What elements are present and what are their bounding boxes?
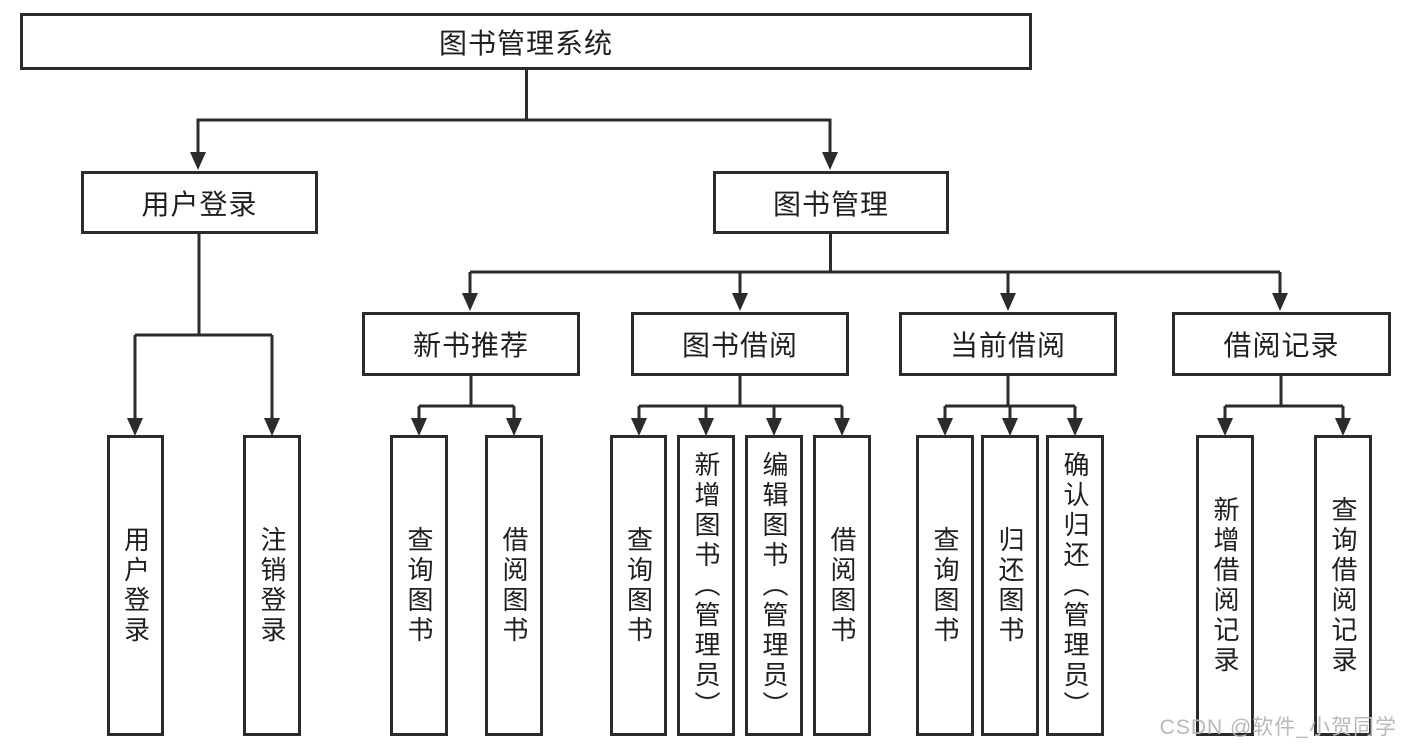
arrow-down-icon bbox=[937, 418, 953, 436]
connector-book-borrow-group bbox=[637, 376, 844, 421]
arrow-down-icon bbox=[462, 293, 478, 311]
arrow-down-icon bbox=[1000, 293, 1016, 311]
arrow-down-icon bbox=[1002, 418, 1018, 436]
leaf-edit-book-admin: 编辑图书（管理员） bbox=[745, 435, 803, 736]
arrow-down-icon bbox=[411, 418, 427, 436]
leaf-label: 用户登录 bbox=[120, 525, 151, 646]
arrowheads bbox=[127, 152, 1351, 436]
leaf-label: 借阅图书 bbox=[827, 525, 857, 646]
leaf-label: 借阅图书 bbox=[499, 525, 529, 646]
leaf-query-book: 查询图书 bbox=[610, 435, 667, 736]
leaf-label: 注销登录 bbox=[257, 525, 287, 646]
csdn-watermark: CSDN @软件_小贺同学 bbox=[1159, 716, 1397, 739]
arrow-down-icon bbox=[1272, 293, 1288, 311]
leaf-query-book: 查询图书 bbox=[916, 435, 974, 736]
leaf-add-book-admin: 新增图书（管理员） bbox=[677, 435, 735, 736]
connector-current-borrow-group bbox=[943, 376, 1077, 421]
connector-borrow-record-group bbox=[1223, 376, 1345, 421]
node-book-management: 图书管理 bbox=[713, 171, 949, 234]
node-user-login: 用户登录 bbox=[81, 171, 318, 234]
leaf-confirm-return-admin: 确认归还（管理员） bbox=[1046, 435, 1104, 736]
arrow-down-icon bbox=[506, 418, 522, 436]
leaf-label: 查询图书 bbox=[404, 525, 434, 646]
arrow-down-icon bbox=[822, 152, 838, 170]
leaf-return-book: 归还图书 bbox=[981, 435, 1039, 736]
connector-book-management-to-level3 bbox=[468, 234, 1282, 296]
arrow-down-icon bbox=[834, 418, 850, 436]
leaf-label: 查询图书 bbox=[930, 525, 960, 646]
leaf-user-login: 用户登录 bbox=[107, 435, 164, 736]
leaf-label: 确认归还（管理员） bbox=[1060, 450, 1090, 721]
arrow-down-icon bbox=[766, 418, 782, 436]
connector-root-to-level2 bbox=[196, 70, 832, 155]
arrow-down-icon bbox=[1335, 418, 1351, 436]
leaf-borrow-book: 借阅图书 bbox=[485, 435, 543, 736]
node-book-borrow: 图书借阅 bbox=[631, 312, 849, 376]
leaf-label: 编辑图书（管理员） bbox=[759, 450, 789, 721]
node-new-book-recommend: 新书推荐 bbox=[362, 312, 580, 376]
arrow-down-icon bbox=[264, 418, 280, 436]
leaf-logout: 注销登录 bbox=[243, 435, 301, 736]
arrow-down-icon bbox=[127, 418, 143, 436]
arrow-down-icon bbox=[1067, 418, 1083, 436]
leaf-query-book: 查询图书 bbox=[390, 435, 448, 736]
arrow-down-icon bbox=[732, 293, 748, 311]
leaf-label: 归还图书 bbox=[995, 525, 1025, 646]
node-borrow-record: 借阅记录 bbox=[1172, 312, 1391, 376]
arrow-down-icon bbox=[631, 418, 647, 436]
leaf-label: 新增借阅记录 bbox=[1210, 495, 1240, 676]
arrow-down-icon bbox=[1217, 418, 1233, 436]
connector-new-book-group bbox=[417, 376, 516, 421]
node-root-library-system: 图书管理系统 bbox=[20, 13, 1032, 70]
leaf-label: 新增图书（管理员） bbox=[691, 450, 721, 721]
leaf-query-borrow-record: 查询借阅记录 bbox=[1314, 435, 1372, 736]
leaf-borrow-book: 借阅图书 bbox=[813, 435, 871, 736]
connector-user-login-group bbox=[133, 234, 274, 421]
node-current-borrow: 当前借阅 bbox=[899, 312, 1117, 376]
arrow-down-icon bbox=[698, 418, 714, 436]
leaf-add-borrow-record: 新增借阅记录 bbox=[1196, 435, 1254, 736]
leaf-label: 查询图书 bbox=[623, 525, 654, 646]
leaf-label: 查询借阅记录 bbox=[1328, 495, 1358, 676]
arrow-down-icon bbox=[190, 152, 206, 170]
